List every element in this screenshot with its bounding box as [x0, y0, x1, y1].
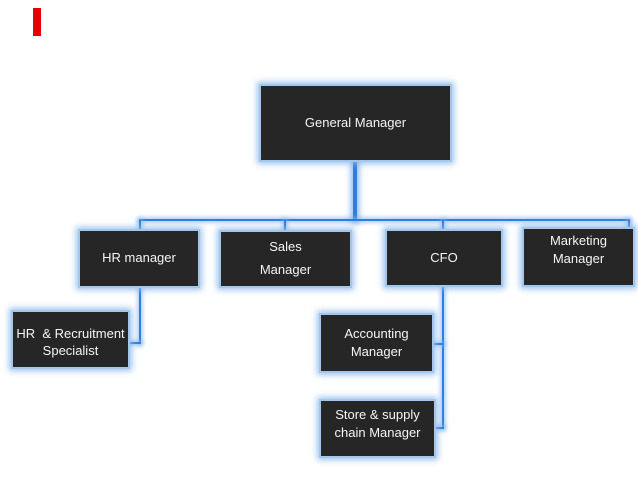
org-node-cfo: CFO: [385, 229, 503, 287]
org-node-general-manager: General Manager: [259, 84, 452, 162]
connector-hr-to-specialist-vertical: [139, 288, 141, 344]
connector-accounting-stub: [433, 343, 444, 345]
connector-drop-marketing-manager: [628, 220, 630, 228]
connector-drop-cfo: [442, 220, 444, 230]
org-node-hr-manager: HR manager: [78, 229, 200, 288]
org-node-label-line1: Sales: [269, 239, 302, 255]
connector-gm-stem: [353, 162, 357, 221]
connector-row2-horizontal: [139, 219, 630, 221]
org-node-label-line2: Specialist: [42, 342, 99, 358]
connector-cfo-to-children-vertical: [442, 287, 444, 429]
org-node-accounting-manager: Accounting Manager: [319, 313, 434, 373]
org-node-label: General Manager: [304, 114, 407, 130]
org-node-label-line2: Manager: [259, 262, 312, 277]
connector-hr-to-specialist-horizontal: [129, 342, 141, 344]
org-node-marketing-manager: Marketing Manager: [522, 227, 635, 287]
org-node-label-line1: Marketing: [549, 233, 608, 248]
red-accent-bar: [33, 8, 41, 36]
org-node-label: HR manager: [102, 250, 176, 266]
connector-drop-sales-manager: [284, 220, 286, 231]
org-node-hr-recruitment-specialist: HR & Recruitment Specialist: [11, 310, 130, 369]
org-node-label-line2: Manager: [350, 344, 403, 359]
org-node-sales-manager: Sales Manager: [219, 230, 352, 288]
org-node-label-line2: Manager: [552, 251, 605, 267]
connector-store-stub: [435, 427, 444, 429]
org-node-label: CFO: [430, 249, 458, 265]
org-node-store-supply-chain-manager: Store & supply chain Manager: [319, 399, 436, 458]
connector-drop-hr-manager: [139, 220, 141, 230]
org-node-label-line1: Store & supply: [335, 407, 420, 422]
org-node-label-line1: Accounting: [344, 325, 409, 341]
org-node-label-line1: HR & Recruitment: [16, 326, 125, 341]
org-node-label-line2: chain Manager: [334, 425, 421, 441]
